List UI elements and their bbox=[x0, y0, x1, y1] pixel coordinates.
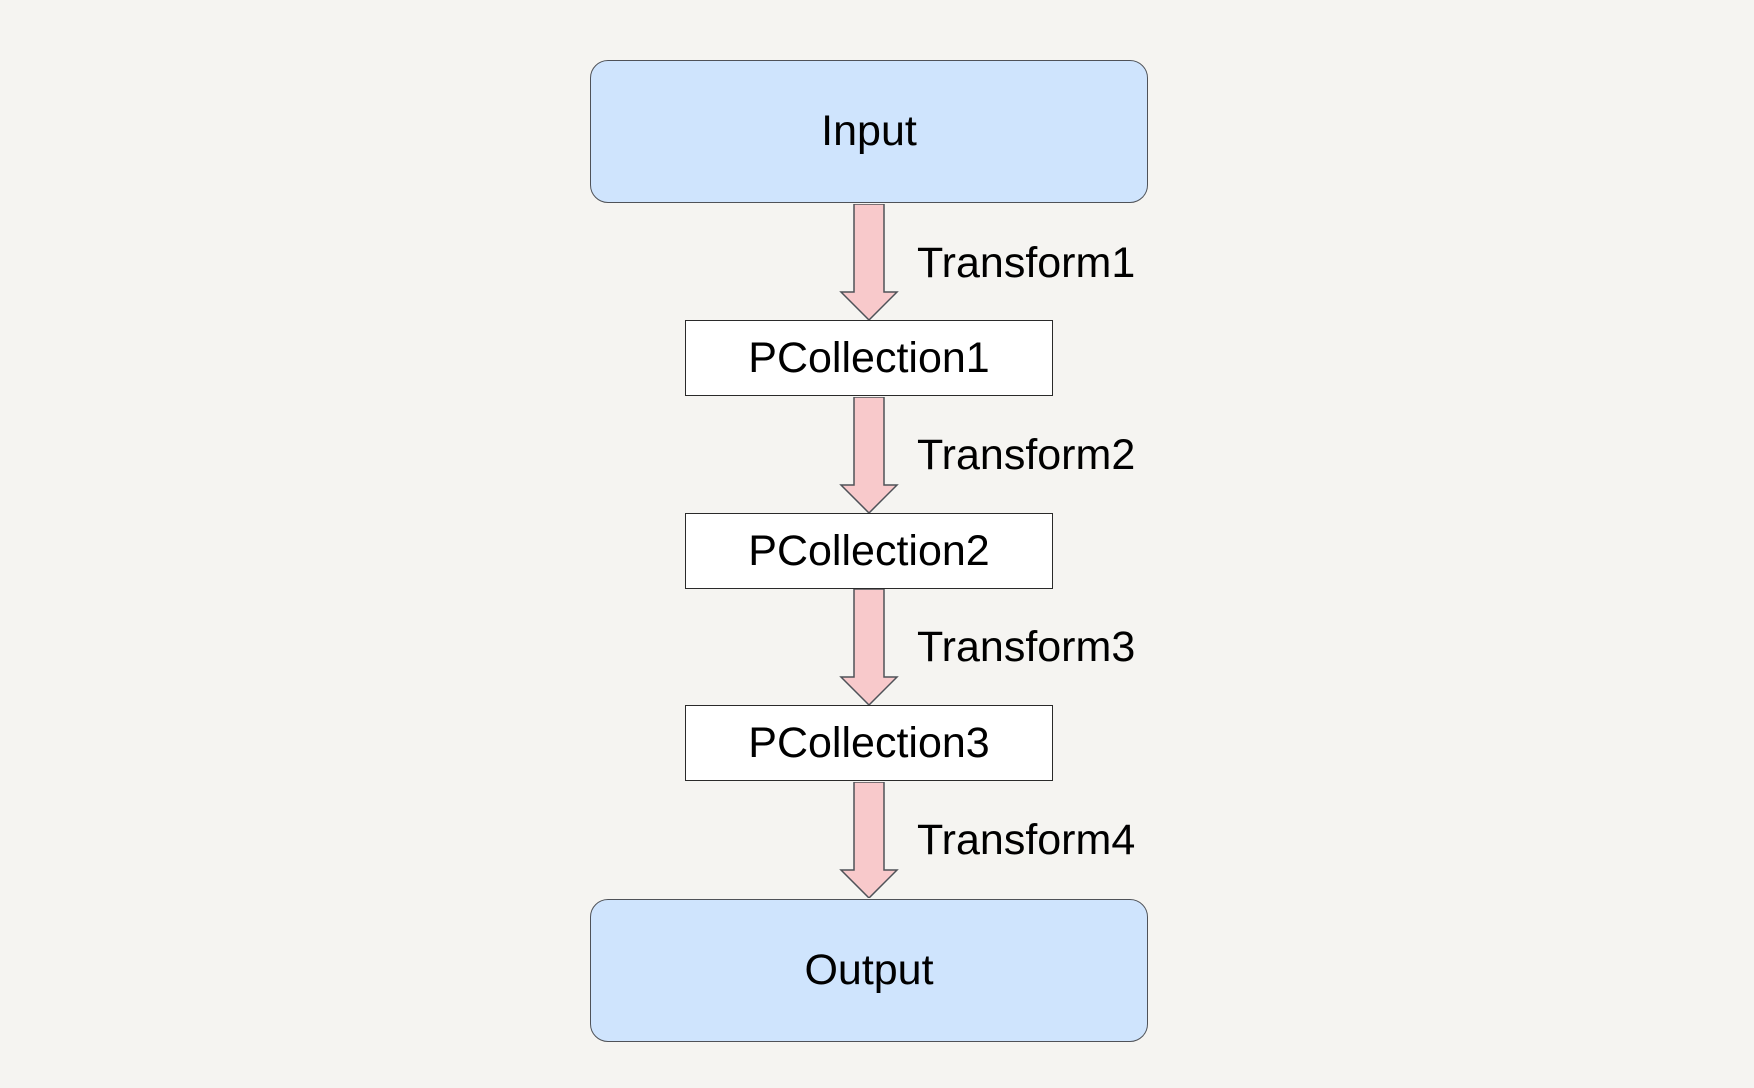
pcollection3-label: PCollection3 bbox=[748, 718, 990, 767]
output-node: Output bbox=[590, 899, 1148, 1042]
transform3-arrow bbox=[839, 589, 899, 705]
pcollection1-node: PCollection1 bbox=[685, 320, 1053, 396]
transform3-label: Transform3 bbox=[917, 623, 1136, 671]
output-node-label: Output bbox=[804, 946, 934, 994]
pcollection2-node: PCollection2 bbox=[685, 513, 1053, 589]
transform1-arrow bbox=[839, 204, 899, 320]
pcollection2-label: PCollection2 bbox=[748, 526, 990, 575]
input-node: Input bbox=[590, 60, 1148, 203]
transform1-label: Transform1 bbox=[917, 239, 1136, 287]
transform4-arrow bbox=[839, 782, 899, 898]
input-node-label: Input bbox=[821, 107, 917, 155]
transform2-label: Transform2 bbox=[917, 431, 1136, 479]
pcollection1-label: PCollection1 bbox=[748, 333, 990, 382]
transform2-arrow bbox=[839, 397, 899, 513]
pcollection3-node: PCollection3 bbox=[685, 705, 1053, 781]
transform4-label: Transform4 bbox=[917, 816, 1136, 864]
